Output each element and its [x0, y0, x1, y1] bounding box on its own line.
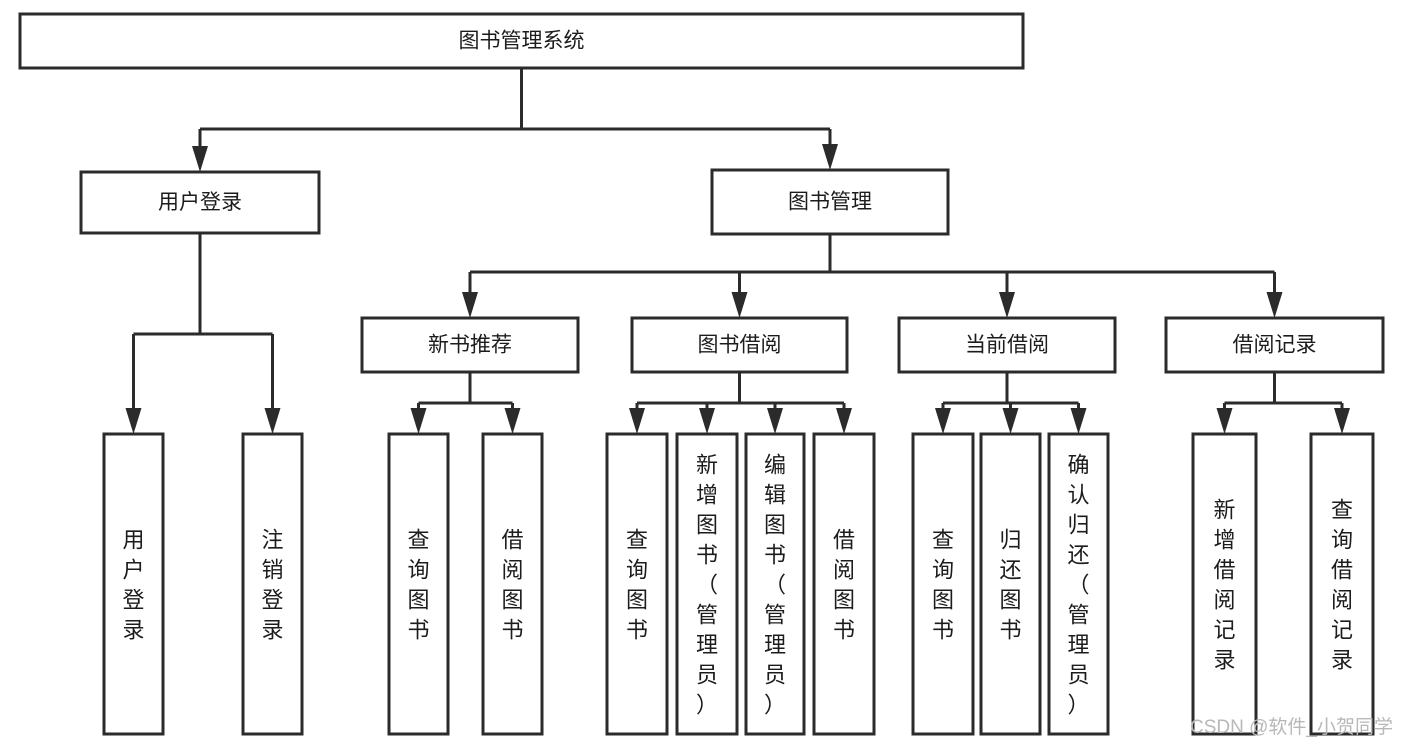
arrowhead-icon — [125, 408, 142, 434]
node-leaf-logout[interactable]: 注销登录 — [241, 432, 304, 736]
arrowhead-icon — [1002, 408, 1019, 434]
arrowhead-icon — [410, 408, 427, 434]
arrowhead-icon — [836, 408, 852, 434]
node-box — [744, 432, 806, 736]
arrowhead-icon — [1216, 408, 1233, 434]
node-box — [675, 432, 739, 736]
node-box — [911, 432, 975, 736]
arrowhead-icon — [999, 292, 1015, 318]
node-leaf-query-book-3[interactable]: 查询图书 — [911, 432, 975, 736]
node-box — [360, 316, 580, 374]
node-label: 借阅记录 — [1233, 334, 1317, 357]
node-current-borrow[interactable]: 当前借阅 — [897, 316, 1117, 374]
node-label: 查询借阅记录 — [1331, 497, 1353, 672]
node-label: 图书管理 — [788, 191, 872, 214]
arrowhead-icon — [822, 144, 838, 170]
node-box — [630, 316, 849, 374]
node-box — [1047, 432, 1110, 736]
arrowhead-icon — [699, 408, 715, 434]
node-label: 注销登录 — [261, 527, 283, 642]
node-root[interactable]: 图书管理系统 — [18, 12, 1025, 70]
node-label: 用户登录 — [158, 191, 242, 214]
node-leaf-query-record[interactable]: 查询借阅记录 — [1309, 432, 1375, 736]
node-label: 图书借阅 — [698, 334, 782, 357]
node-label: 用户登录 — [122, 527, 144, 642]
watermark-label: CSDN @软件_小贺同学 — [1190, 717, 1393, 738]
node-leaf-edit-book[interactable]: 编辑图书（管理员） — [744, 432, 806, 736]
node-label: 查询图书 — [407, 527, 429, 642]
node-box — [979, 432, 1042, 736]
node-label: 编辑图书（管理员） — [764, 452, 786, 717]
node-label: 借阅图书 — [501, 527, 523, 642]
node-label: 当前借阅 — [965, 334, 1049, 357]
node-label: 借阅图书 — [833, 527, 855, 642]
node-label: 新书推荐 — [428, 334, 512, 357]
arrowhead-icon — [767, 408, 783, 434]
node-book-borrow[interactable]: 图书借阅 — [630, 316, 849, 374]
node-leaf-add-record[interactable]: 新增借阅记录 — [1191, 432, 1258, 736]
node-box — [387, 432, 450, 736]
node-label: 查询图书 — [626, 527, 648, 642]
arrowhead-icon — [504, 408, 521, 434]
node-box — [710, 168, 950, 236]
node-box — [605, 432, 669, 736]
node-box — [481, 432, 544, 736]
node-leaf-query-book-2[interactable]: 查询图书 — [605, 432, 669, 736]
node-label: 确认归还（管理员） — [1067, 452, 1089, 717]
arrowhead-icon — [629, 408, 645, 434]
node-layer: 图书管理系统用户登录图书管理新书推荐图书借阅当前借阅借阅记录用户登录注销登录查询… — [18, 12, 1385, 736]
node-leaf-confirm-return[interactable]: 确认归还（管理员） — [1047, 432, 1110, 736]
node-box — [897, 316, 1117, 374]
node-borrow-record[interactable]: 借阅记录 — [1164, 316, 1385, 374]
node-box — [79, 170, 321, 235]
node-leaf-borrow-book-1[interactable]: 借阅图书 — [481, 432, 544, 736]
node-box — [1191, 432, 1258, 736]
node-leaf-query-book-1[interactable]: 查询图书 — [387, 432, 450, 736]
arrowhead-icon — [1266, 292, 1283, 318]
node-leaf-user-login[interactable]: 用户登录 — [102, 432, 165, 736]
node-box — [18, 12, 1025, 70]
node-leaf-add-book[interactable]: 新增图书（管理员） — [675, 432, 739, 736]
node-leaf-borrow-book-2[interactable]: 借阅图书 — [812, 432, 876, 736]
node-book-manage[interactable]: 图书管理 — [710, 168, 950, 236]
arrowhead-icon — [264, 408, 281, 434]
node-label: 新增借阅记录 — [1213, 497, 1235, 672]
node-box — [241, 432, 304, 736]
arrowhead-icon — [192, 146, 208, 172]
node-box — [102, 432, 165, 736]
node-label: 归还图书 — [999, 527, 1021, 642]
connector-layer — [125, 68, 1350, 434]
node-box — [812, 432, 876, 736]
node-box — [1309, 432, 1375, 736]
node-new-book-rec[interactable]: 新书推荐 — [360, 316, 580, 374]
arrowhead-icon — [731, 292, 748, 318]
arrowhead-icon — [462, 292, 478, 318]
arrowhead-icon — [1334, 408, 1350, 434]
arrowhead-icon — [1070, 408, 1087, 434]
arrowhead-icon — [935, 408, 951, 434]
node-label: 新增图书（管理员） — [696, 452, 718, 717]
node-label: 查询图书 — [932, 527, 954, 642]
node-box — [1164, 316, 1385, 374]
node-leaf-return-book[interactable]: 归还图书 — [979, 432, 1042, 736]
node-user-login[interactable]: 用户登录 — [79, 170, 321, 235]
node-label: 图书管理系统 — [459, 30, 585, 53]
